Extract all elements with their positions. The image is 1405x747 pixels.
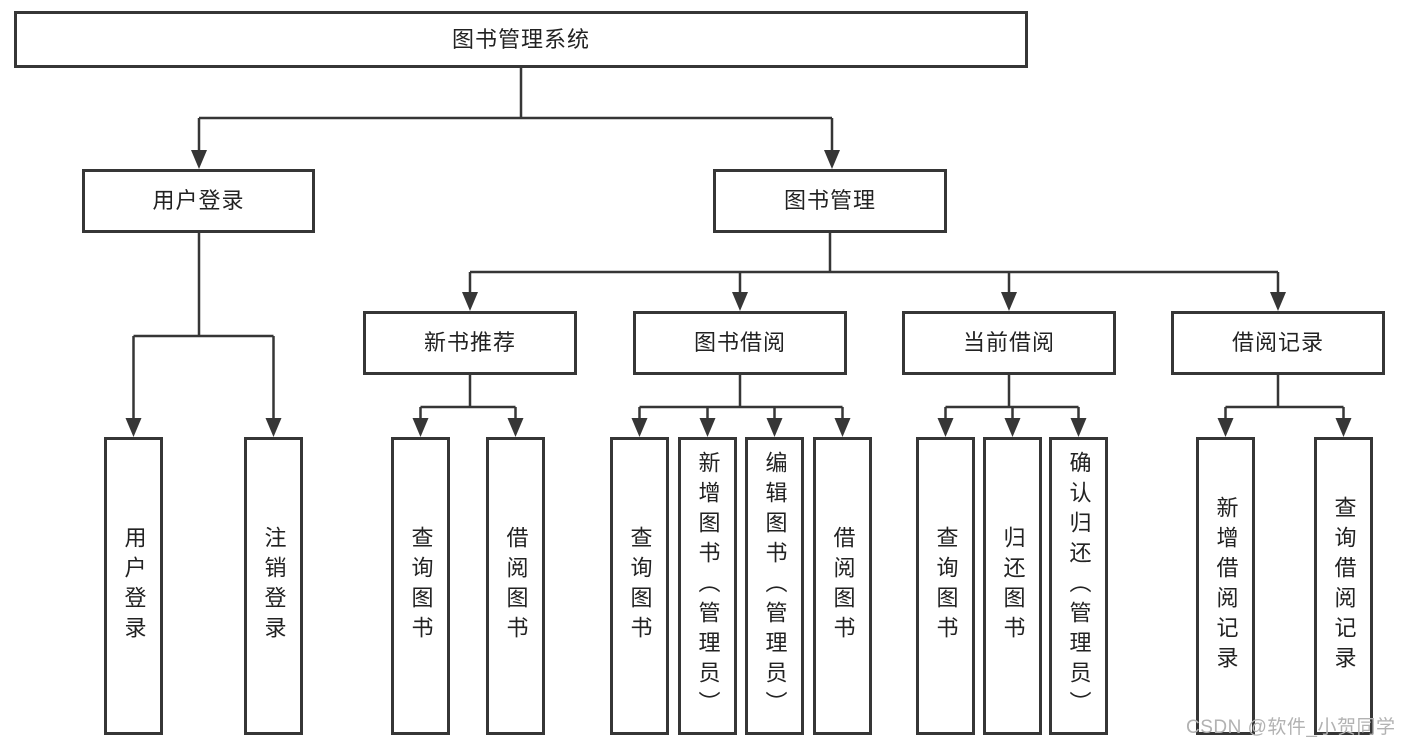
leaf-recommend-query-books: 查询图书: [391, 437, 450, 735]
leaf-borrowing-add-books-admin: 新增图书（管理员）: [678, 437, 737, 735]
leaf-borrowing-edit-books-admin: 编辑图书（管理员）: [745, 437, 804, 735]
node-root: 图书管理系统: [14, 11, 1028, 68]
node-new-book-recommend: 新书推荐: [363, 311, 577, 375]
leaf-user-login: 用户登录: [104, 437, 163, 735]
arrowheads: [125, 150, 1352, 437]
connector-paths: [132, 68, 1345, 420]
node-user-login: 用户登录: [82, 169, 315, 233]
leaf-current-return-books: 归还图书: [983, 437, 1042, 735]
csdn-watermark: CSDN @软件_小贺同学: [1186, 717, 1396, 738]
leaf-borrowing-borrow-books: 借阅图书: [813, 437, 872, 735]
leaf-borrowing-query-books: 查询图书: [610, 437, 669, 735]
leaf-recommend-borrow-books: 借阅图书: [486, 437, 545, 735]
leaf-current-query-books: 查询图书: [916, 437, 975, 735]
leaf-current-confirm-return-admin: 确认归还（管理员）: [1049, 437, 1108, 735]
leaf-logout: 注销登录: [244, 437, 303, 735]
leaf-records-query-record: 查询借阅记录: [1314, 437, 1373, 735]
node-book-management: 图书管理: [713, 169, 947, 233]
node-current-borrowing: 当前借阅: [902, 311, 1116, 375]
node-borrow-records: 借阅记录: [1171, 311, 1385, 375]
leaf-records-add-record: 新增借阅记录: [1196, 437, 1255, 735]
node-book-borrowing: 图书借阅: [633, 311, 847, 375]
